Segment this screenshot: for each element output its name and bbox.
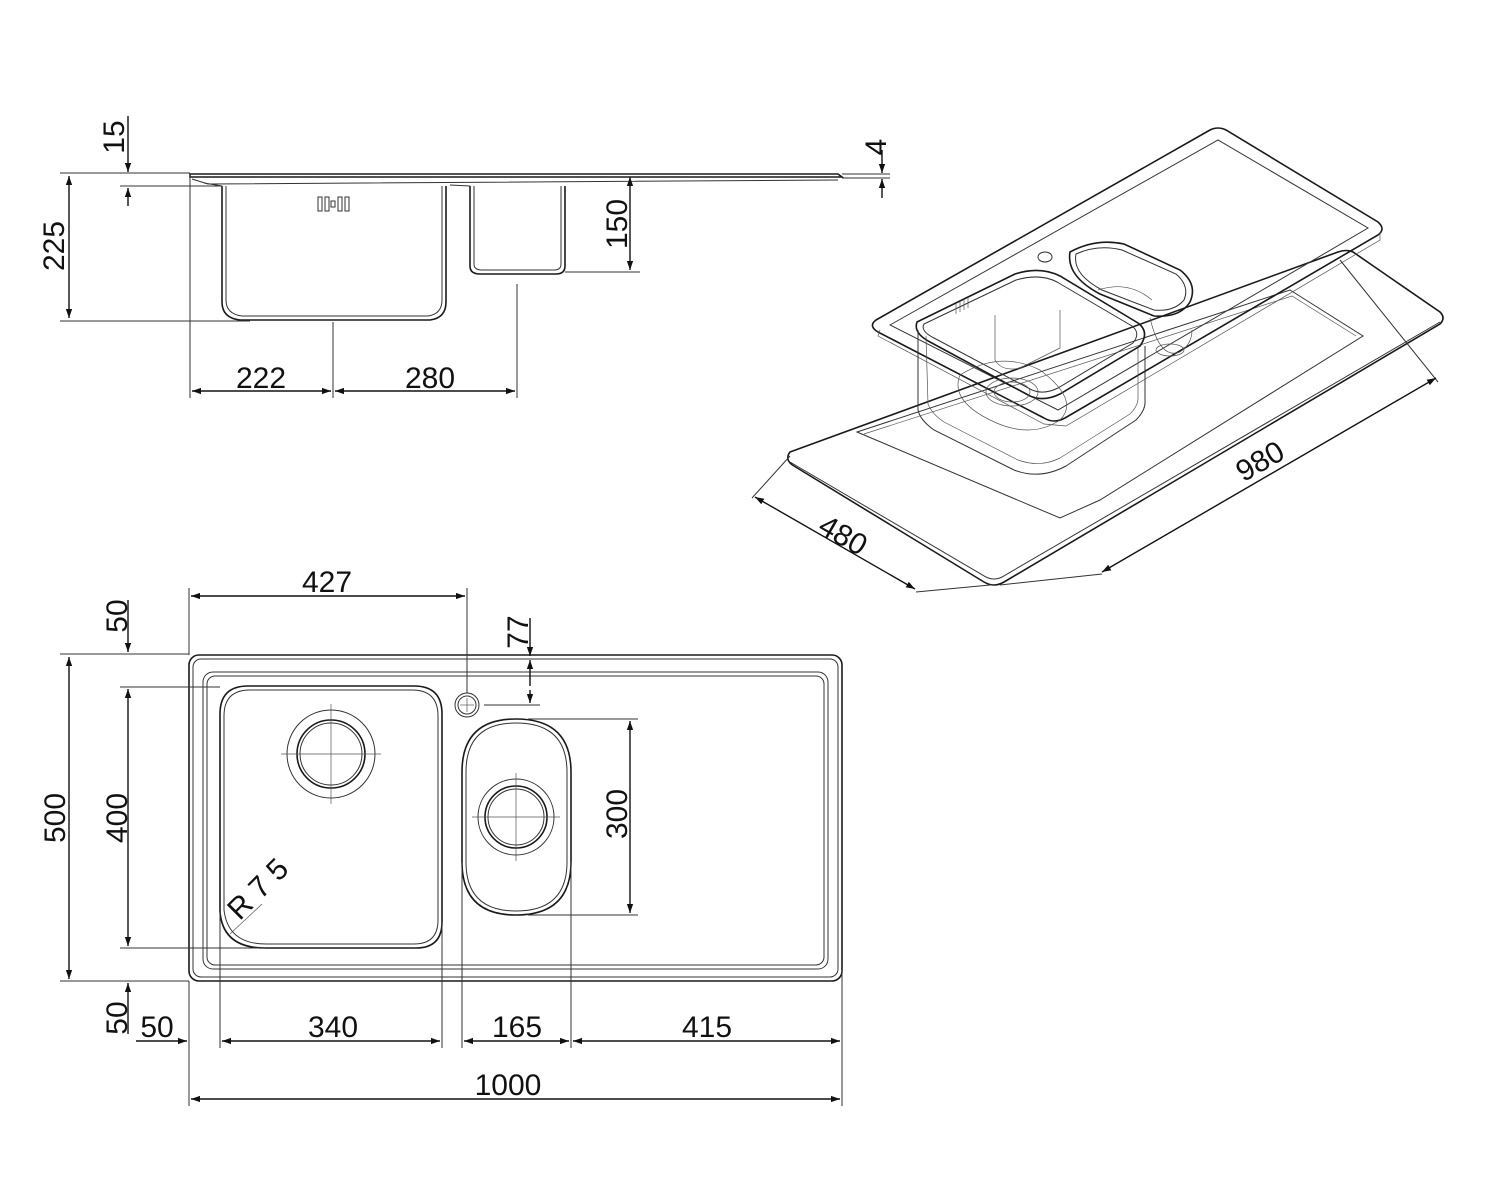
dim-label-415: 415 <box>682 1011 732 1044</box>
iso-cutout <box>855 289 1364 519</box>
dim-label-280: 280 <box>405 362 455 395</box>
dim-label-r75: R 7 5 <box>221 852 295 926</box>
top-tap-hole <box>454 692 480 718</box>
top-view: R 7 5 427 50 77 500 400 300 50 <box>39 566 843 1106</box>
dim-label-340: 340 <box>308 1011 358 1044</box>
top-small-drain <box>472 773 560 861</box>
dim-label-77: 77 <box>502 615 535 648</box>
dim-label-400: 400 <box>101 793 134 843</box>
dim-label-4: 4 <box>860 139 893 156</box>
dim-label-165: 165 <box>492 1011 542 1044</box>
iso-overflow-icon <box>955 298 969 314</box>
iso-small-drain <box>1155 343 1185 357</box>
dim-label-50-bottom: 50 <box>101 1001 134 1034</box>
side-rim <box>189 173 845 178</box>
dim-label-1000: 1000 <box>475 1069 542 1102</box>
dim-label-225: 225 <box>38 221 71 271</box>
top-inner-rim <box>202 671 829 970</box>
dim-label-300: 300 <box>601 789 634 839</box>
iso-view: 980 480 <box>751 127 1444 593</box>
side-view: 225 15 150 4 222 280 <box>38 116 893 398</box>
overflow-slot-icon <box>317 196 350 212</box>
dim-label-50-top: 50 <box>101 599 134 632</box>
iso-tap-hole <box>1037 251 1053 263</box>
dim-label-427: 427 <box>302 566 352 599</box>
iso-small-bowl <box>1068 241 1194 357</box>
side-main-bowl <box>221 186 447 321</box>
dim-label-50-left: 50 <box>140 1011 173 1044</box>
iso-main-bowl <box>915 269 1146 475</box>
dim-label-500: 500 <box>39 793 72 843</box>
dim-label-150: 150 <box>601 199 634 249</box>
iso-sink-outline <box>871 127 1383 422</box>
top-main-bowl <box>219 685 443 949</box>
dim-label-15: 15 <box>98 120 131 153</box>
top-outer-rim <box>188 654 843 982</box>
iso-worktop <box>786 249 1444 586</box>
side-small-bowl <box>469 186 566 275</box>
dim-label-480: 480 <box>813 509 873 563</box>
iso-main-drain <box>985 377 1039 407</box>
top-main-drain <box>281 704 381 804</box>
dim-label-222: 222 <box>236 362 286 395</box>
